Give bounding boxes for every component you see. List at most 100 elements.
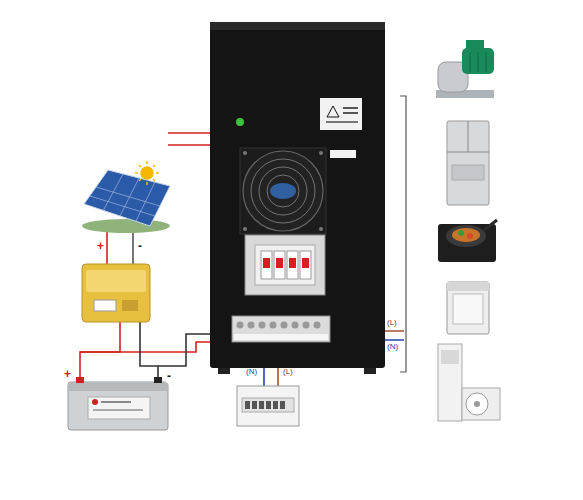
sun-symbol-part <box>153 165 155 167</box>
air-conditioner-part <box>462 388 500 420</box>
load-bracket-part <box>400 96 406 372</box>
battery-part <box>92 399 98 405</box>
breaker-panel-part <box>261 251 272 279</box>
dc-wires-part <box>106 232 108 266</box>
water-pump-part <box>478 52 479 72</box>
terminal-block-part <box>234 334 328 340</box>
distribution-box <box>237 386 299 426</box>
breaker-panel-part <box>255 245 315 285</box>
sun-symbol-part <box>139 165 141 167</box>
battery <box>68 377 168 430</box>
breaker-panel-part <box>276 258 283 268</box>
distribution-box-part <box>280 401 285 409</box>
dc-wires-part <box>140 322 158 380</box>
induction-cooktop-part <box>446 225 486 247</box>
refrigerator <box>447 121 489 205</box>
breaker-panel-part <box>245 235 325 295</box>
dc-wires-part <box>132 232 134 266</box>
inverter-cabinet-part <box>236 118 244 126</box>
battery-part <box>76 377 84 383</box>
air-conditioner <box>438 344 500 421</box>
air-conditioner-part <box>474 401 480 407</box>
inverter-cabinet-part <box>343 112 358 114</box>
distribution-box-part <box>252 401 257 409</box>
inverter-cabinet-part <box>326 121 358 123</box>
inverter-cabinet-part <box>243 227 247 231</box>
battery-part <box>68 382 168 430</box>
washing-machine-part <box>447 282 489 291</box>
water-pump-part <box>466 40 484 49</box>
solar-panel-part <box>82 219 170 233</box>
charge-controller-part <box>122 300 138 311</box>
solar-panel-part <box>103 174 123 211</box>
sun-symbol-part <box>156 172 159 174</box>
wire-label: (L) <box>282 368 294 377</box>
breaker-panel <box>245 235 325 295</box>
washing-machine-part <box>447 282 489 334</box>
solar-panel-part <box>84 170 170 226</box>
inverter-cabinet-part <box>243 151 323 231</box>
wire-label: (N) <box>245 368 258 377</box>
inverter-cabinet-part <box>210 22 385 368</box>
air-conditioner-part <box>466 393 488 415</box>
battery-part <box>93 409 143 411</box>
terminal-block-part <box>303 322 310 329</box>
wire-label: (N) <box>386 343 399 352</box>
distribution-box-part <box>259 401 264 409</box>
inverter-cabinet-part <box>210 22 385 30</box>
sun-symbol <box>135 161 159 185</box>
polarity-sign: + <box>63 368 72 381</box>
sun-symbol-part <box>141 167 153 179</box>
solar-panel-part <box>90 196 155 216</box>
induction-cooktop-part <box>467 233 473 239</box>
water-pump-part <box>486 52 487 72</box>
terminal-block <box>232 316 330 342</box>
refrigerator-part <box>447 121 489 205</box>
inverter-cabinet-part <box>319 151 323 155</box>
distribution-box-part <box>266 401 271 409</box>
polarity-sign: - <box>166 370 172 383</box>
inverter-cabinet-part <box>243 151 247 155</box>
battery-part <box>68 382 168 391</box>
load-bracket <box>400 96 406 372</box>
dc-wires-part <box>80 322 120 380</box>
charge-controller-part <box>94 300 116 311</box>
inverter-cabinet <box>210 22 385 374</box>
terminal-block-part <box>232 316 330 342</box>
terminal-block-part <box>248 322 255 329</box>
distribution-box-part <box>237 386 299 426</box>
solar-panel-part <box>120 178 139 216</box>
distribution-box-part <box>242 398 294 412</box>
breaker-panel-part <box>302 258 309 268</box>
breaker-panel-part <box>300 251 311 279</box>
inverter-cabinet-part <box>343 107 358 109</box>
induction-cooktop-part <box>458 230 464 236</box>
inverter-cabinet-part <box>270 183 296 199</box>
inverter-cabinet-part <box>319 227 323 231</box>
battery-part <box>154 377 162 383</box>
sun-symbol-part <box>153 179 155 181</box>
breaker-panel-part <box>274 251 285 279</box>
induction-cooktop-part <box>452 228 480 242</box>
sun-symbol-part <box>135 172 138 174</box>
inverter-cabinet-part <box>240 148 326 234</box>
solar-panel-part <box>136 182 155 221</box>
terminal-block-part <box>237 322 244 329</box>
solar-panel <box>82 170 170 233</box>
water-pump <box>436 40 494 98</box>
inverter-cabinet-part <box>251 159 315 223</box>
refrigerator-part <box>452 165 484 180</box>
charge-controller-part <box>82 264 150 322</box>
solar-panel-part <box>96 187 160 206</box>
washing-machine <box>447 282 489 334</box>
terminal-block-part <box>259 322 266 329</box>
breaker-panel-part <box>287 251 298 279</box>
sun-symbol-part <box>139 179 141 181</box>
distribution-box-part <box>245 401 250 409</box>
inverter-cabinet-part <box>259 167 307 215</box>
polarity-sign: - <box>137 240 143 253</box>
wire-label: (L) <box>386 319 398 328</box>
